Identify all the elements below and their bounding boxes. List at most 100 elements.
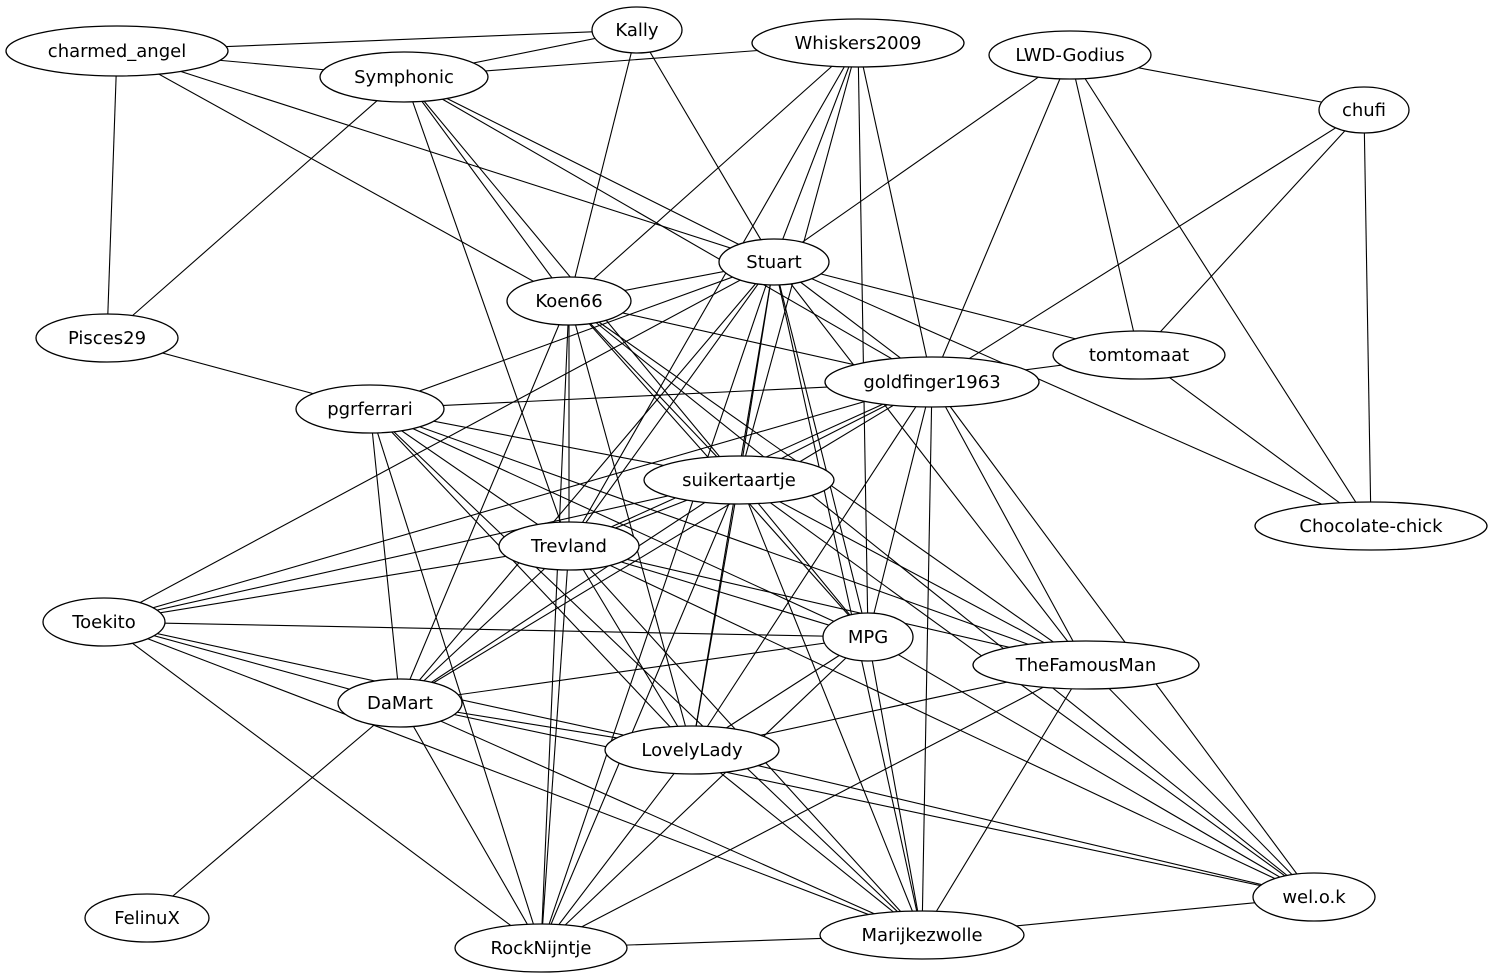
node-label: goldfinger1963 [863, 372, 1000, 393]
edge-Stuart-Toekito [103, 261, 775, 623]
edge-LWD-Godius-tomtomaat [1069, 54, 1140, 356]
node-tomtomaat: tomtomaat [1052, 330, 1226, 380]
edge-LovelyLady-Marijkezwolle [691, 749, 923, 936]
node-ellipse [1254, 501, 1488, 551]
edge-Whiskers2009-Koen66 [568, 42, 859, 302]
edge-TheFamousMan-RockNijntje [540, 664, 1087, 949]
edge-Trevland-DaMart [399, 545, 570, 704]
edge-Symphonic-Pisces29 [106, 76, 405, 339]
edge-pgrferrari-Marijkezwolle [369, 408, 923, 936]
node-label: Koen66 [535, 291, 602, 312]
edge-Stuart-Chocolate-chick [773, 261, 1372, 527]
edge-goldfinger1963-TheFamousMan [931, 381, 1087, 666]
edge-Trevland-Toekito [103, 545, 570, 623]
edge-LWD-Godius-Chocolate-chick [1069, 54, 1372, 527]
edge-pgrferrari-RockNijntje [369, 408, 542, 949]
node-goldfinger1963: goldfinger1963 [824, 356, 1040, 408]
node-Stuart: Stuart [718, 238, 830, 286]
edge-TheFamousMan-wel.o.k [1085, 664, 1315, 898]
edge-Koen66-RockNijntje [540, 300, 570, 949]
node-ellipse [498, 521, 640, 571]
node-ellipse [972, 640, 1200, 690]
edge-DaMart-FelinuX [146, 702, 401, 919]
node-label: LWD-Godius [1015, 45, 1124, 66]
edge-LWD-Godius-goldfinger1963 [931, 54, 1071, 383]
edge-goldfinger1963-Toekito [103, 381, 933, 623]
node-ellipse [42, 597, 166, 647]
node-FelinuX: FelinuX [84, 893, 210, 943]
edge-suikertaartje-MPG [738, 479, 869, 638]
edge-pgrferrari-DaMart [369, 408, 401, 704]
edge-Toekito-MPG [103, 621, 869, 638]
node-MPG: MPG [822, 612, 914, 662]
edge-charmed_angel-Pisces29 [106, 50, 118, 339]
edge-chufi-tomtomaat [1138, 109, 1365, 356]
node-Toekito: Toekito [42, 597, 166, 647]
edge-goldfinger1963-DaMart [399, 381, 933, 704]
node-label: TheFamousMan [1015, 655, 1157, 676]
node-label: tomtomaat [1089, 345, 1189, 366]
node-LovelyLady: LovelyLady [604, 725, 780, 775]
edge-MPG-Marijkezwolle [867, 636, 923, 936]
edge-suikertaartje-DaMart [399, 479, 740, 704]
edge-Kally-Stuart [636, 29, 775, 263]
edge-MPG-DaMart [399, 636, 869, 704]
edge-charmed_angel-Stuart [116, 50, 775, 263]
node-Kally: Kally [591, 6, 683, 54]
edge-Koen66-suikertaartje [568, 300, 740, 481]
edge-Trevland-wel.o.k [568, 545, 1315, 898]
edge-Stuart-Marijkezwolle [773, 261, 923, 936]
edge-pgrferrari-TheFamousMan [369, 408, 1087, 666]
edge-suikertaartje-Marijkezwolle [738, 479, 923, 936]
node-Koen66: Koen66 [506, 276, 632, 326]
node-ellipse [604, 725, 780, 775]
edge-Koen66-LovelyLady [568, 300, 693, 751]
node-label: pgrferrari [327, 399, 413, 420]
edge-Kally-Koen66 [568, 29, 638, 302]
node-ellipse [822, 612, 914, 662]
edge-pgrferrari-Trevland [369, 408, 570, 547]
edge-MPG-wel.o.k [867, 636, 1315, 898]
edge-goldfinger1963-wel.o.k [931, 381, 1315, 898]
edge-chufi-Chocolate-chick [1363, 109, 1372, 527]
node-Marijkezwolle: Marijkezwolle [819, 910, 1025, 960]
node-Pisces29: Pisces29 [35, 313, 179, 363]
edge-goldfinger1963-LovelyLady [691, 381, 933, 751]
edge-suikertaartje-TheFamousMan [738, 479, 1087, 666]
node-ellipse [643, 455, 835, 505]
edge-Stuart-Trevland [568, 261, 775, 547]
node-label: Toekito [71, 612, 136, 633]
edge-Trevland-LovelyLady [568, 545, 693, 751]
node-Trevland: Trevland [498, 521, 640, 571]
edge-suikertaartje-Toekito [103, 479, 740, 623]
edge-Symphonic-Trevland [403, 76, 570, 547]
edge-Koen66-DaMart [399, 300, 570, 704]
edge-DaMart-RockNijntje [399, 702, 542, 949]
node-label: chufi [1342, 100, 1386, 121]
node-label: charmed_angel [48, 41, 186, 62]
edge-Toekito-Marijkezwolle [103, 621, 923, 936]
edge-Whiskers2009-goldfinger1963 [857, 42, 933, 383]
edge-Trevland-RockNijntje [540, 545, 570, 949]
node-LWD-Godius: LWD-Godius [988, 30, 1152, 80]
edge-pgrferrari-LovelyLady [369, 408, 693, 751]
edge-LWD-Godius-Stuart [773, 54, 1071, 263]
node-label: wel.o.k [1282, 887, 1346, 908]
node-ellipse [295, 384, 445, 434]
edge-Koen66-wel.o.k [568, 300, 1315, 898]
node-ellipse [35, 313, 179, 363]
edge-suikertaartje-RockNijntje [540, 479, 740, 949]
edge-Trevland-TheFamousMan [568, 545, 1087, 666]
edge-Stuart-pgrferrari [369, 261, 775, 410]
node-RockNijntje: RockNijntje [454, 923, 628, 973]
node-ellipse [5, 25, 229, 77]
edge-Symphonic-Koen66 [403, 76, 570, 302]
node-ellipse [337, 678, 463, 728]
node-ellipse [751, 18, 965, 68]
edge-Symphonic-goldfinger1963 [403, 76, 933, 383]
node-DaMart: DaMart [337, 678, 463, 728]
edge-MPG-RockNijntje [540, 636, 869, 949]
edge-TheFamousMan-Marijkezwolle [921, 664, 1087, 936]
edge-pgrferrari-MPG [369, 408, 869, 638]
